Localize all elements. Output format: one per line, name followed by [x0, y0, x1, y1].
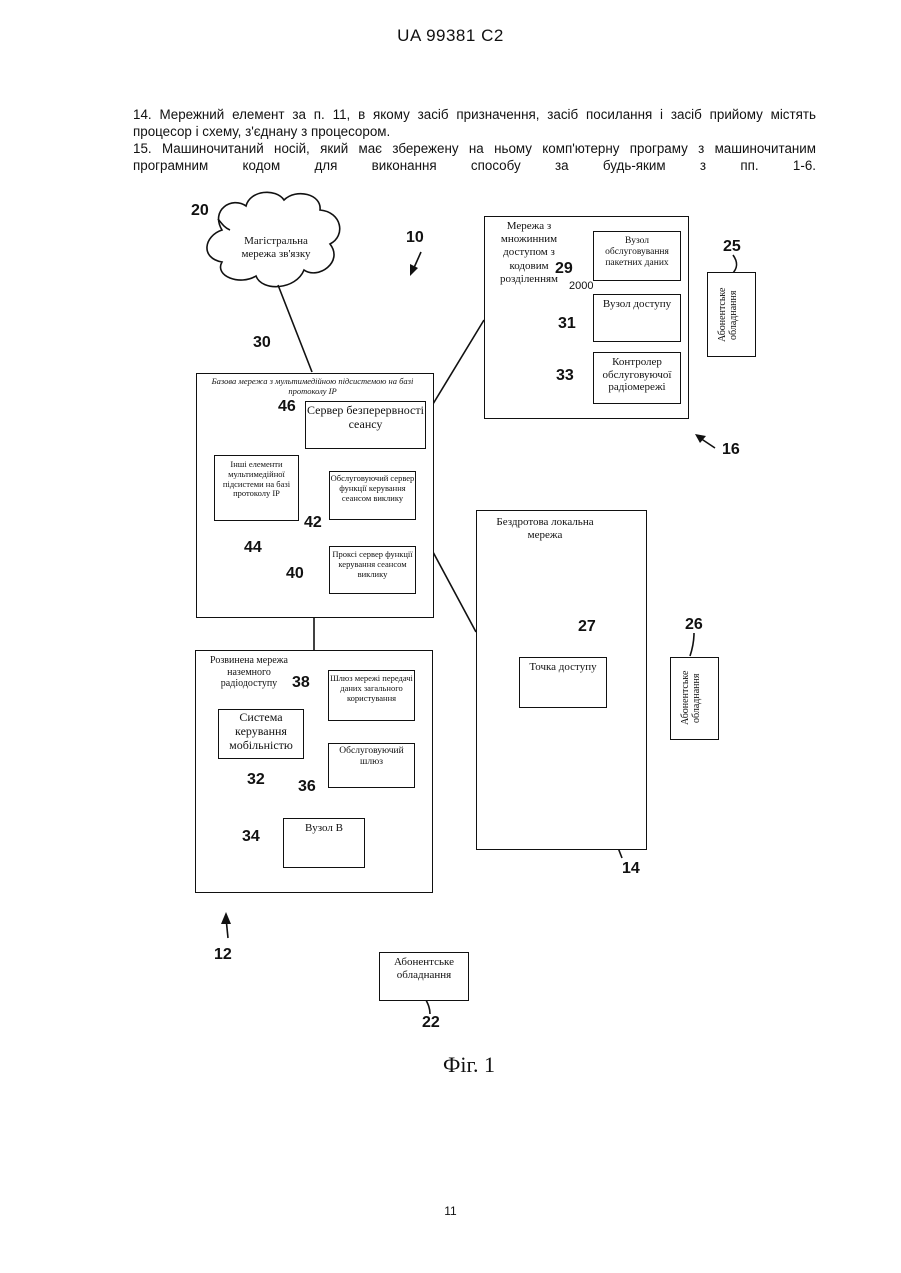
- ref-42: 42: [304, 514, 322, 532]
- serving-gw-label: Обслуговуючий шлюз: [329, 746, 414, 768]
- ims-network-label: Базова мережа з мультимедійною підсистем…: [200, 377, 425, 397]
- backbone-network-label: Магістральна мережа зв'язку: [228, 235, 324, 260]
- subscriber-26-label: Абонентське обладнання: [680, 665, 710, 731]
- ref-36: 36: [298, 778, 316, 796]
- ref-32: 32: [247, 771, 265, 789]
- page-number: 11: [0, 1204, 901, 1218]
- ref-14: 14: [622, 860, 640, 878]
- ref-12: 12: [214, 946, 232, 964]
- ref-33: 33: [556, 367, 574, 385]
- mobility-label: Система керування мобільністю: [220, 711, 302, 752]
- gateway-label: Шлюз мережі передачі даних загального ко…: [329, 674, 414, 703]
- ref-38: 38: [292, 674, 310, 692]
- access-point-label: Точка доступу: [521, 661, 605, 674]
- ref-2000: 2000: [569, 280, 593, 292]
- node-b-label: Вузол B: [284, 822, 364, 835]
- ref-20: 20: [191, 202, 209, 220]
- ref-26: 26: [685, 616, 703, 634]
- ref-44: 44: [244, 539, 262, 557]
- ref-34: 34: [242, 828, 260, 846]
- ref-16: 16: [722, 441, 740, 459]
- proxy-cscf-label: Проксі сервер функції керування сеансом …: [330, 550, 415, 579]
- serving-cscf-label: Обслуговуючий сервер функції керування с…: [330, 474, 415, 503]
- ref-10: 10: [406, 229, 424, 247]
- ref-31: 31: [558, 315, 576, 333]
- ref-22: 22: [422, 1014, 440, 1032]
- other-ims-label: Інші елементи мультимедійної підсистеми …: [216, 460, 297, 499]
- ref-27: 27: [578, 618, 596, 636]
- access-node-label: Вузол доступу: [595, 298, 679, 311]
- ref-25: 25: [723, 238, 741, 256]
- session-server-label: Сервер безперервності сеансу: [307, 404, 424, 432]
- subscriber-22-label: Абонентське обладнання: [381, 956, 467, 981]
- ref-29: 29: [555, 260, 573, 278]
- pdsn-label: Вузол обслуговування пакетних даних: [595, 236, 679, 269]
- subscriber-25-label: Абонентське обладнання: [717, 282, 747, 348]
- figure-caption: Фіг. 1: [443, 1052, 495, 1078]
- ref-46: 46: [278, 398, 296, 416]
- rnc-label: Контролер обслуговуючої радіомережі: [595, 356, 679, 394]
- ref-40: 40: [286, 565, 304, 583]
- wlan-label: Бездротова локальна мережа: [480, 516, 610, 541]
- ran-label: Розвинена мережа наземного радіодоступу: [199, 655, 299, 690]
- ref-30: 30: [253, 334, 271, 352]
